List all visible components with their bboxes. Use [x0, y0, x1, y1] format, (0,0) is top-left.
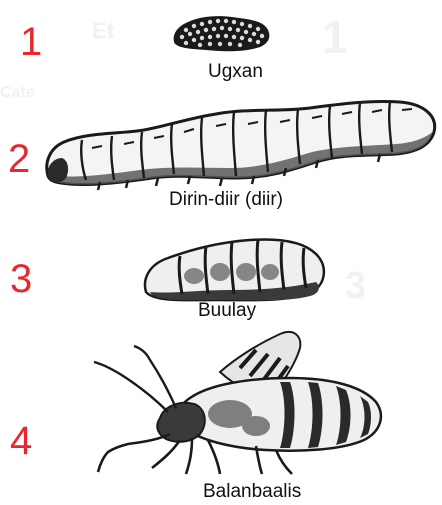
egg-cluster-icon: [166, 12, 276, 52]
stage-number-4: 4: [10, 421, 32, 461]
caterpillar-icon: [40, 92, 442, 192]
stage-label-1: Ugxan: [208, 62, 263, 81]
moth-icon: [80, 328, 400, 478]
stage-label-4: Balanbaalis: [203, 482, 301, 501]
faint-background-text: Cate: [0, 84, 35, 102]
stage-label-3: Buulay: [198, 301, 256, 320]
faint-background-text: 1: [322, 10, 348, 64]
faint-background-text: 3: [345, 265, 366, 308]
stage-number-3: 3: [10, 259, 32, 299]
pupa-icon: [140, 232, 330, 302]
stage-label-2: Dirin-diir (diir): [169, 190, 283, 209]
faint-background-text: Et: [92, 18, 114, 44]
stage-number-1: 1: [20, 22, 42, 62]
stage-number-2: 2: [8, 139, 30, 179]
